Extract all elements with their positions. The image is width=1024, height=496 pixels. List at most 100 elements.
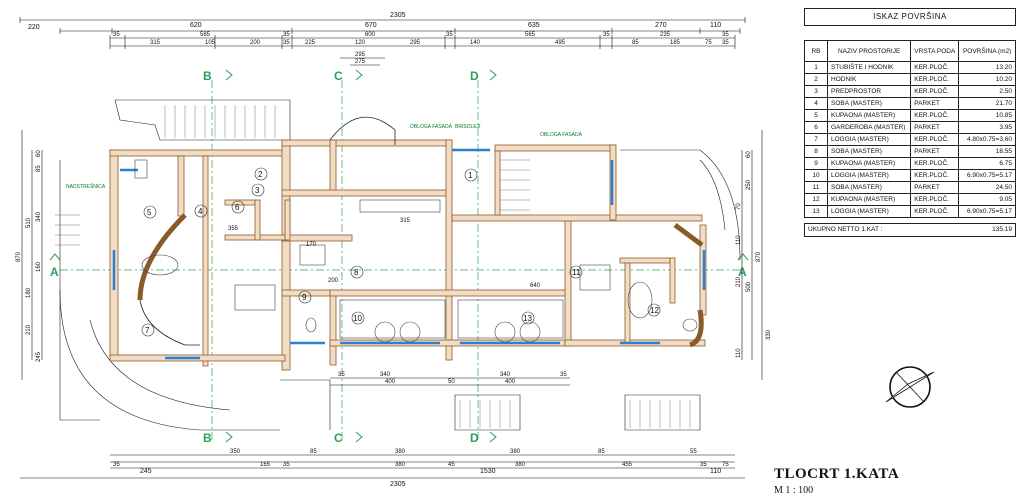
cell-povrsina: 24.50 — [958, 181, 1016, 194]
cell-naziv: LOGGIA (MASTER) — [826, 133, 912, 146]
room-number: 6 — [235, 203, 240, 212]
cell-pod: KER.PLOČ. — [910, 205, 960, 218]
dim-left: 180 — [26, 287, 32, 298]
cell-rb: 8 — [804, 145, 828, 158]
room-number: 10 — [353, 314, 362, 323]
dim-right: 110 — [736, 348, 742, 358]
dim-left: 160 — [36, 261, 42, 272]
dim-top-r3: 120 — [355, 40, 366, 46]
dim-top-r3: 105 — [205, 40, 216, 46]
cell-pod: KER.PLOČ. — [910, 85, 960, 98]
dim-top-r1: 220 — [28, 24, 40, 31]
cell-naziv: LOGGIA (MASTER) — [826, 169, 912, 182]
column-header: POVRŠINA (m2) — [958, 40, 1016, 62]
cell-pod: PARKET — [910, 121, 960, 134]
dim-left: 85 — [36, 165, 42, 172]
dim-bottom-total: 2305 — [390, 481, 406, 488]
dim-top-r1: 270 — [655, 22, 667, 29]
total-label: UKUPNO NETTO 1.KAT : — [808, 226, 883, 233]
dim-top-r3: 85 — [632, 40, 639, 46]
top-dimension-ticks — [19, 17, 746, 49]
dim-bottom-r2: 380 — [395, 462, 406, 468]
room-number: 2 — [258, 170, 263, 179]
dim-mid: 340 — [380, 372, 391, 378]
walls — [109, 139, 707, 371]
dim-top-r3: 140 — [470, 40, 481, 46]
axis-label-b: B — [203, 431, 212, 445]
total-row: UKUPNO NETTO 1.KAT : 135.19 — [804, 223, 1016, 237]
dim-top-r3: 75 — [705, 40, 712, 46]
cell-naziv: STUBIŠTE I HODNIK — [826, 61, 912, 74]
dim-bottom-r2: 380 — [515, 462, 526, 468]
cell-naziv: LOGGIA (MASTER) — [826, 205, 912, 218]
dim-top-r1: 670 — [365, 22, 377, 29]
cell-naziv: HODNIK — [826, 73, 912, 86]
room-number-circles — [141, 167, 661, 337]
balcony-round — [139, 116, 396, 346]
dim-bottom-r2: 35 — [113, 462, 120, 468]
dim-top-r2: 35 — [446, 32, 453, 38]
cell-povrsina: 9.05 — [958, 193, 1016, 206]
dim-bottom-r2: 165 — [260, 462, 271, 468]
dim-top-r2: 35 — [283, 32, 290, 38]
drawing-scale: M 1 : 100 — [774, 485, 814, 496]
windows — [112, 148, 706, 360]
dim-right: 330 — [766, 329, 772, 340]
floor-plan-drawing: 2305 220 620 670 635 270 110 35 585 35 6… — [16, 12, 772, 488]
cell-pod: KER.PLOČ. — [910, 169, 960, 182]
axis-label-c: C — [334, 69, 343, 83]
dim-bottom-r3: 85 — [310, 449, 317, 455]
master-bath-curve — [137, 213, 704, 348]
cell-rb: 3 — [804, 85, 828, 98]
dim-mid: 35 — [338, 372, 345, 378]
dim-left: 340 — [36, 211, 42, 222]
dim-top-r3: 35 — [283, 40, 290, 46]
dim-right: 210 — [736, 276, 742, 287]
cell-povrsina: 2.50 — [958, 85, 1016, 98]
annotation-dim: 640 — [530, 283, 541, 289]
axis-arrows — [49, 69, 749, 443]
annotation-dim: 200 — [328, 278, 339, 284]
dim-mid: 35 — [560, 372, 567, 378]
dim-bottom-r2: 455 — [622, 462, 633, 468]
dim-left: 60 — [36, 150, 42, 157]
dim-bottom-r3: 55 — [690, 449, 697, 455]
dim-bottom-r1: 245 — [140, 468, 152, 475]
cell-povrsina: 6.90x0.75=5.17 — [958, 169, 1016, 182]
annotation-nadstresnica: NADSTREŠNICA — [66, 183, 106, 190]
dim-top-r2: 35 — [722, 32, 729, 38]
cell-povrsina: 3.95 — [958, 121, 1016, 134]
area-table: RB NAZIV PROSTORIJE VRSTA PODA POVRŠINA … — [804, 40, 1016, 218]
dim-bottom-r3: 380 — [395, 449, 406, 455]
site-outline — [59, 99, 741, 431]
dim-mid: 340 — [500, 372, 511, 378]
room-number: 9 — [302, 293, 307, 302]
dim-top-r3: 315 — [150, 40, 161, 46]
room-number: 13 — [523, 314, 532, 323]
dim-top-r2: 235 — [660, 32, 671, 38]
room-number: 8 — [354, 268, 359, 277]
dim-left: 510 — [26, 217, 32, 228]
dim-top-r3: 200 — [250, 40, 261, 46]
cell-naziv: SOBA (MASTER) — [826, 145, 912, 158]
axis-label-a: A — [50, 265, 59, 279]
cell-pod: PARKET — [910, 181, 960, 194]
stair-hatch — [55, 105, 691, 428]
axis-label-b: B — [203, 69, 212, 83]
annotation-obloga-fasada: OBLOGA FASADA — [540, 132, 583, 138]
cell-naziv: KUPAONA (MASTER) — [826, 109, 912, 122]
cell-pod: PARKET — [910, 145, 960, 158]
column-header: NAZIV PROSTORIJE — [826, 40, 912, 62]
room-number: 7 — [145, 326, 150, 335]
side-dimension-chains — [21, 130, 763, 380]
